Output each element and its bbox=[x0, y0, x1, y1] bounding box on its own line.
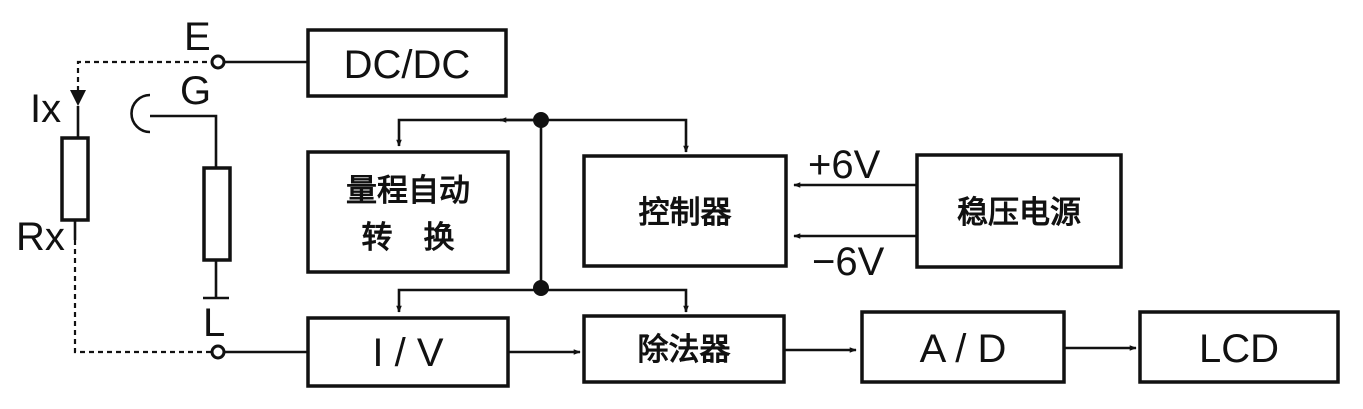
current-arrow-icon bbox=[70, 90, 86, 106]
range-switch-block bbox=[306, 150, 510, 274]
dcdc-block bbox=[306, 28, 508, 98]
resistor-rx bbox=[60, 136, 90, 222]
guard-terminal bbox=[130, 93, 218, 168]
lcd-label: LCD bbox=[1199, 327, 1279, 371]
bus-to-range bbox=[396, 118, 541, 147]
controller-block bbox=[582, 154, 788, 268]
bus-to-iv bbox=[396, 288, 541, 313]
minus6v-label: −6V bbox=[812, 240, 885, 284]
controller-label: 控制器 bbox=[639, 195, 733, 231]
divider-block bbox=[582, 314, 786, 384]
test-lead-ix bbox=[70, 60, 216, 138]
terminal-l-icon bbox=[210, 344, 226, 360]
bus-to-divider bbox=[541, 288, 689, 313]
bus-to-controller bbox=[541, 118, 689, 153]
lcd-block bbox=[1138, 310, 1340, 384]
ad-label: A / D bbox=[920, 327, 1007, 371]
regulator-block bbox=[915, 153, 1123, 269]
terminal-e-icon bbox=[210, 54, 226, 70]
junction-bottom bbox=[533, 280, 549, 296]
internal-resistor bbox=[202, 166, 232, 262]
dcdc-label: DC/DC bbox=[344, 43, 471, 87]
ad-block bbox=[860, 310, 1066, 384]
plus6v-label: +6V bbox=[808, 143, 881, 187]
range-label-line1: 量程自动 bbox=[346, 173, 470, 209]
test-lead-return bbox=[73, 240, 212, 354]
terminal-l-label: L bbox=[203, 301, 225, 345]
divider-label: 除法器 bbox=[638, 332, 732, 368]
ix-label: Ix bbox=[30, 87, 61, 131]
range-label-line2: 转 换 bbox=[362, 220, 455, 256]
iv-label: I / V bbox=[372, 331, 443, 375]
rx-label: Rx bbox=[16, 215, 65, 259]
iv-block bbox=[306, 316, 510, 388]
regulator-label: 稳压电源 bbox=[957, 195, 1081, 231]
terminal-e-label: E bbox=[184, 15, 211, 59]
terminal-g-label: G bbox=[180, 69, 211, 113]
junction-top bbox=[533, 112, 549, 128]
